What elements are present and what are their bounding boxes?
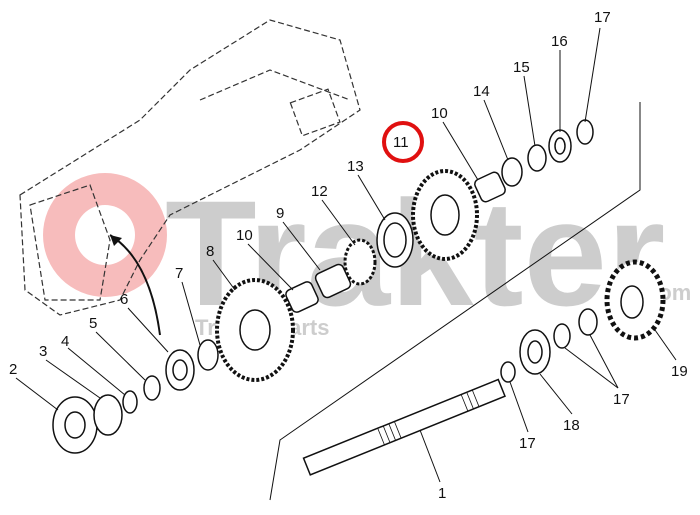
part-19-gear [604, 259, 666, 341]
label-1[interactable]: 1 [438, 485, 446, 502]
label-18[interactable]: 18 [563, 417, 580, 434]
transmission-housing [19, 19, 361, 316]
part-13-synchro [376, 212, 414, 268]
part-17-snap-ring-3 [553, 323, 571, 349]
label-10-b[interactable]: 10 [236, 227, 253, 244]
parts [52, 119, 666, 454]
main-shaft [302, 378, 506, 476]
label-4[interactable]: 4 [61, 333, 69, 350]
part-7-collar [197, 339, 219, 371]
label-2[interactable]: 2 [9, 361, 17, 378]
part-15-ring [527, 144, 547, 172]
part-4-ring [122, 390, 138, 414]
label-14[interactable]: 14 [473, 83, 490, 100]
part-14-washer [501, 157, 523, 187]
label-17-b[interactable]: 17 [519, 435, 536, 452]
part-5-ring [143, 375, 161, 401]
label-3[interactable]: 3 [39, 343, 47, 360]
label-10[interactable]: 10 [431, 105, 448, 122]
part-2-cover [52, 396, 98, 454]
label-15[interactable]: 15 [513, 59, 530, 76]
label-12[interactable]: 12 [311, 183, 328, 200]
label-13[interactable]: 13 [347, 158, 364, 175]
part-17-snap-ring-4 [578, 308, 598, 336]
highlight-circle [382, 121, 424, 163]
leader-lines [15, 27, 677, 483]
label-16[interactable]: 16 [551, 33, 568, 50]
part-3-oring [93, 394, 123, 436]
part-17-snap-ring-2 [500, 361, 516, 383]
part-12-gear [343, 238, 377, 286]
part-6-bearing [165, 349, 195, 391]
part-10-needle-bearing [285, 281, 319, 313]
label-19[interactable]: 19 [671, 363, 688, 380]
label-7[interactable]: 7 [175, 265, 183, 282]
label-17[interactable]: 17 [594, 9, 611, 26]
part-11-gear [411, 169, 479, 261]
part-labels: 17 16 15 14 10 11 13 12 9 10 8 7 6 5 4 3… [9, 9, 688, 502]
label-5[interactable]: 5 [89, 315, 97, 332]
part-8-gear [215, 278, 295, 382]
part-16-bearing [548, 129, 572, 163]
part-10-needle-bearing-2 [474, 171, 506, 203]
label-11[interactable]: 11 [393, 134, 409, 151]
label-8[interactable]: 8 [206, 243, 214, 260]
frame-line [269, 102, 641, 501]
label-6[interactable]: 6 [120, 291, 128, 308]
part-17-snap-ring [576, 119, 594, 145]
label-17-c[interactable]: 17 [613, 391, 630, 408]
label-9[interactable]: 9 [276, 205, 284, 222]
part-18-bearing [519, 329, 551, 375]
